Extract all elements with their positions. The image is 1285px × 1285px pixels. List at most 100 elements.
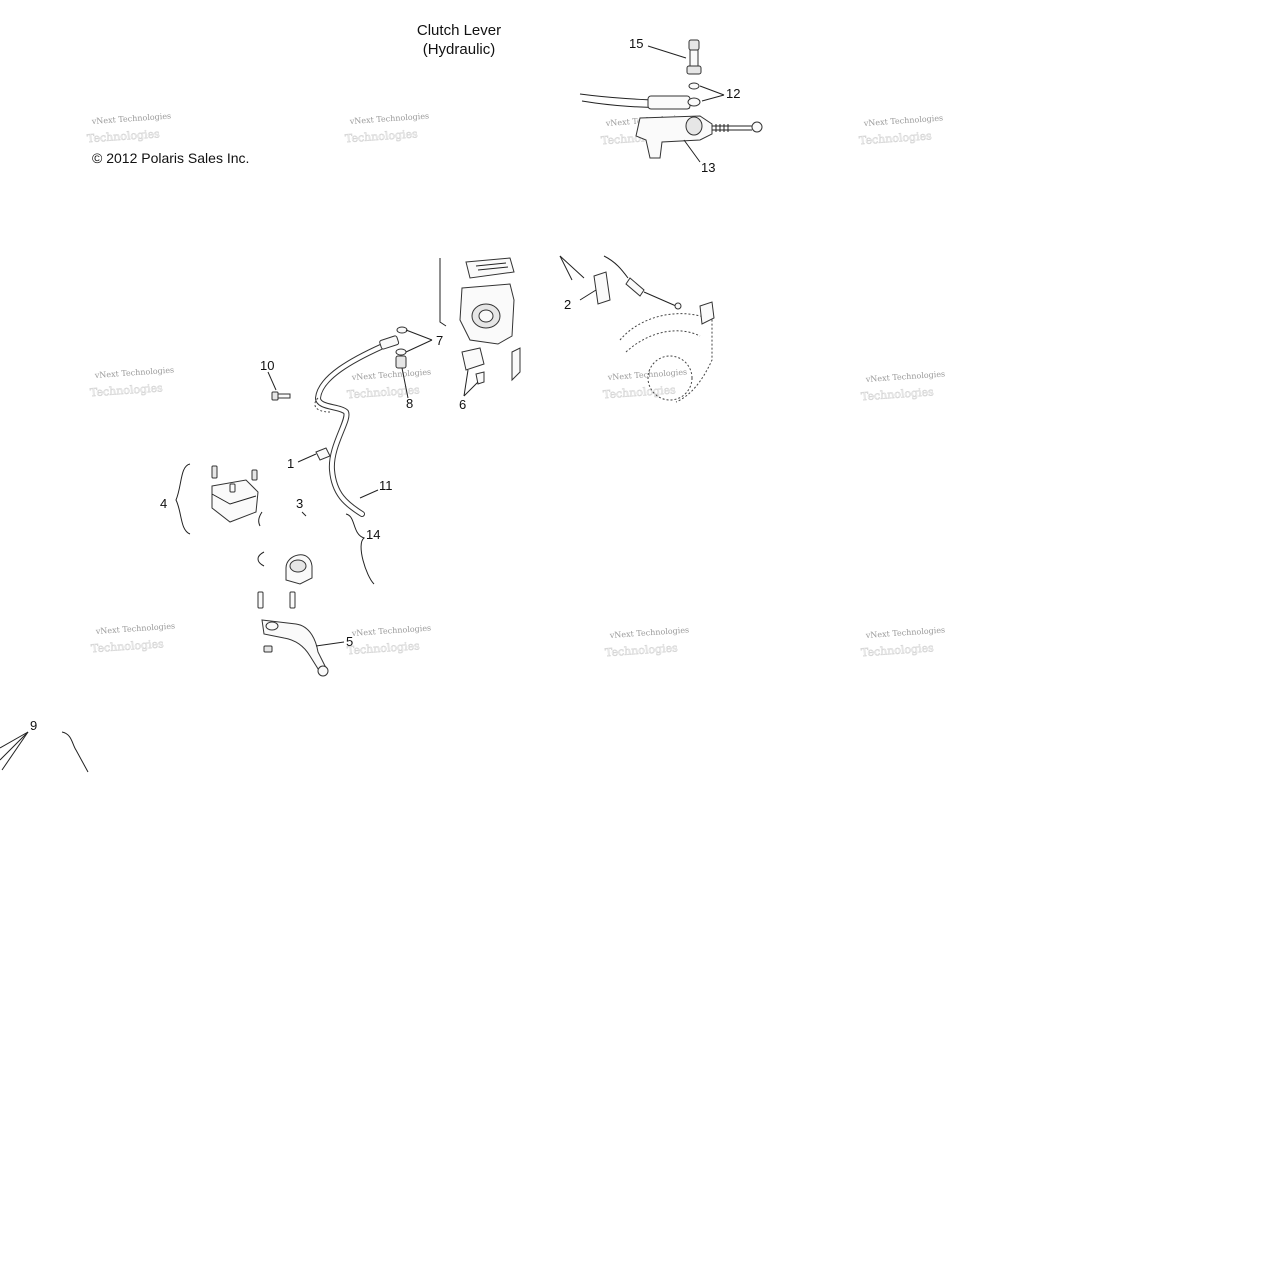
cable-line — [603, 255, 677, 307]
sealing-washer-lower — [687, 97, 701, 107]
watermark-text: vNext Technologies — [607, 367, 688, 382]
watermark-shadow: Technologies — [605, 641, 679, 659]
pointer-9-b — [0, 731, 29, 761]
lever-ball-end — [317, 665, 329, 677]
watermark-text: vNext Technologies — [865, 369, 946, 384]
watermark-shadow: Technologies — [347, 639, 421, 657]
part-3-left-arc — [258, 511, 263, 527]
screw-10-shank — [277, 393, 291, 399]
main-assembly — [0, 255, 715, 773]
clamp-bolt-left — [257, 591, 264, 609]
clamp-arc-left — [257, 551, 265, 567]
watermark: Technologies vNext Technologies — [602, 367, 688, 401]
banjo-bolt-hex — [686, 65, 702, 75]
watermark-shadow: Technologies — [859, 129, 933, 147]
inset-cable-assembly — [579, 39, 763, 163]
bracket-pointer-a — [559, 255, 573, 281]
cover-screw-right — [251, 469, 258, 481]
screw-10-head — [271, 391, 279, 401]
cable-ferrule — [647, 95, 691, 110]
banjo-washer-top — [396, 326, 408, 334]
pushrod — [712, 125, 752, 131]
watermark: Technologies vNext Technologies — [858, 113, 943, 147]
fitting-1 — [315, 447, 331, 461]
watermark-shadow: Technologies — [861, 641, 935, 659]
watermark-text: vNext Technologies — [95, 621, 176, 636]
lever-pivot — [265, 621, 279, 631]
banjo-bolt-8 — [395, 355, 407, 369]
leader-13 — [683, 139, 701, 163]
leader-8 — [401, 367, 409, 399]
callout-11: 11 — [379, 478, 393, 493]
hose-fitting — [379, 335, 400, 350]
diagram-title-line2: (Hydraulic) — [423, 41, 496, 58]
callout-13: 13 — [701, 160, 715, 175]
brace-14 — [345, 513, 375, 585]
watermark-shadow: Technologies — [603, 383, 677, 401]
pushrod-end — [751, 121, 763, 133]
callout-15: 15 — [629, 36, 643, 51]
watermark: Technologies vNext Technologies — [90, 621, 176, 655]
reservoir-cover-edge — [211, 493, 257, 505]
clamp-bore — [289, 559, 307, 573]
callout-9: 9 — [30, 718, 37, 733]
leader-5 — [315, 641, 345, 647]
callout-labels: 1 2 3 4 5 6 7 8 9 10 11 12 13 14 15 — [30, 36, 740, 733]
leader-6a — [463, 369, 469, 397]
watermark-shadow: Technologies — [347, 383, 421, 401]
banjo-bolt-shank — [689, 49, 699, 67]
cable-adjuster — [625, 277, 645, 297]
bracket-pointer-b — [559, 255, 585, 279]
leader-7a — [405, 329, 433, 341]
leader-10 — [267, 371, 277, 391]
watermark: Technologies vNext Technologies — [344, 111, 429, 145]
sealing-washer-upper — [688, 82, 700, 90]
watermark-text: vNext Technologies — [94, 365, 175, 380]
callout-12: 12 — [726, 86, 740, 101]
watermark-shadow: Technologies — [90, 381, 164, 399]
leader-11 — [359, 489, 379, 499]
cover-dashed-outline — [619, 313, 713, 403]
bracket-7-left — [439, 258, 447, 327]
brace-9 — [61, 731, 89, 773]
callout-5: 5 — [346, 634, 353, 649]
watermark: Technologies vNext Technologies — [346, 623, 432, 657]
leader-2 — [579, 289, 597, 301]
clamp-bolt-right — [289, 591, 296, 609]
leader-12a — [699, 85, 725, 96]
leader-1 — [297, 453, 317, 463]
watermark: Technologies vNext Technologies — [860, 369, 946, 403]
housing-side-lug — [511, 347, 521, 382]
watermark-shadow: Technologies — [91, 637, 165, 655]
pushrod-thread — [715, 124, 729, 132]
bracket-2 — [593, 271, 611, 305]
master-cylinder-port — [685, 116, 703, 136]
leader-15 — [647, 45, 687, 59]
callout-10: 10 — [260, 358, 274, 373]
diagram-title-line1: Clutch Lever — [417, 22, 501, 39]
watermark: Technologies vNext Technologies — [346, 367, 431, 401]
callout-8: 8 — [406, 396, 413, 411]
callout-6: 6 — [459, 397, 466, 412]
brake-switch — [461, 347, 485, 371]
callout-2: 2 — [564, 297, 571, 312]
rotor-dashed — [647, 355, 693, 401]
watermark-group: Technologies vNext Technologies Technolo… — [86, 111, 946, 659]
hose-routing-dashed — [314, 397, 331, 413]
callout-14: 14 — [366, 527, 380, 542]
leader-7b — [405, 339, 433, 353]
watermark-text: vNext Technologies — [865, 625, 946, 640]
copyright-text: © 2012 Polaris Sales Inc. — [92, 150, 249, 166]
watermark: Technologies vNext Technologies — [860, 625, 946, 659]
pointer-9-a — [0, 731, 29, 749]
cover-plug — [229, 483, 236, 493]
callout-1: 1 — [287, 456, 294, 471]
reservoir-cap-ribs — [475, 262, 509, 271]
watermark: Technologies vNext Technologies — [604, 625, 689, 659]
watermark-text: vNext Technologies — [351, 623, 432, 638]
cable-end — [674, 302, 682, 310]
watermark-text: vNext Technologies — [91, 111, 172, 126]
watermark-shadow: Technologies — [345, 127, 419, 145]
reservoir-cover — [211, 479, 259, 523]
